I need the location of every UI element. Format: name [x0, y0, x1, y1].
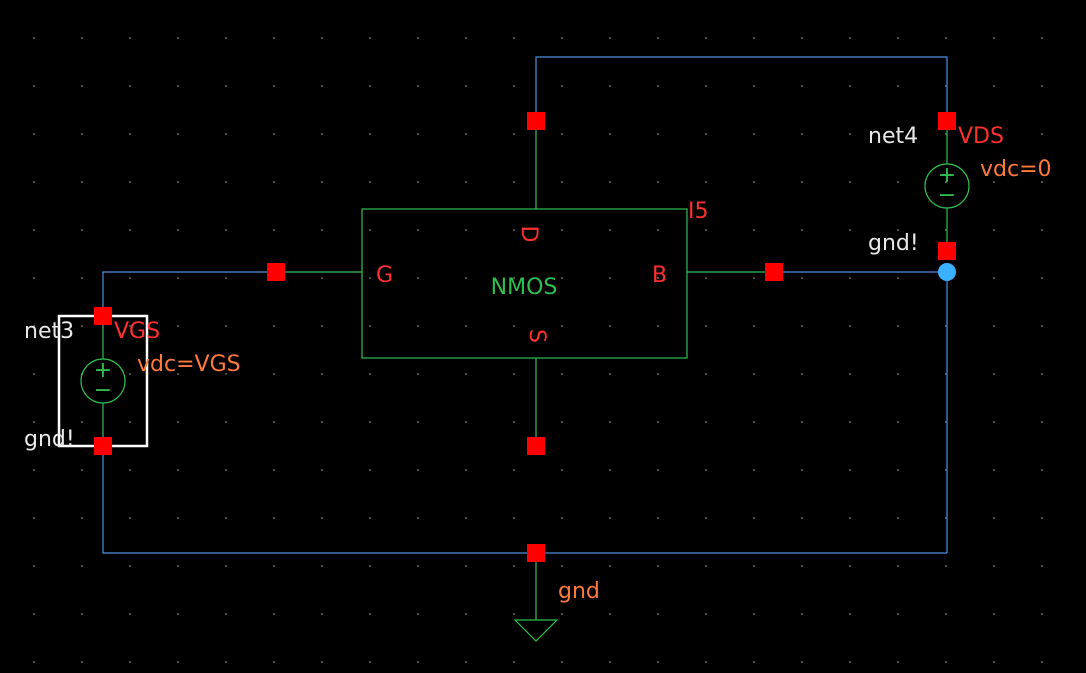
wire-gate-to-vgs[interactable]	[102, 271, 276, 316]
pin-vds-bottom[interactable]	[938, 242, 956, 260]
pin-label-source: S	[524, 329, 549, 343]
pin-bulk[interactable]	[765, 263, 783, 281]
instance-name: I5	[688, 199, 709, 224]
wire-bottom-rail[interactable]	[102, 446, 947, 554]
ground-label: gnd	[558, 579, 600, 604]
ground-symbol[interactable]: gnd	[513, 553, 600, 642]
vds-net-bottom: gnd!	[868, 231, 919, 256]
vds-name: VDS	[958, 124, 1004, 149]
pin-label-gate: G	[376, 263, 393, 288]
vds-minus: −	[938, 183, 956, 208]
pin-vds-top[interactable]	[938, 112, 956, 130]
vgs-net-bottom: gnd!	[24, 427, 75, 452]
vds-source[interactable]: + − net4 VDS vdc=0 gnd!	[868, 121, 1052, 256]
vgs-net-top: net3	[24, 319, 74, 344]
vgs-plus: +	[94, 358, 112, 383]
vgs-minus: −	[94, 378, 112, 403]
nmos-body[interactable]	[361, 208, 688, 359]
ground-triangle[interactable]	[513, 619, 559, 642]
pin-label-bulk: B	[652, 263, 667, 288]
junction-dot[interactable]	[938, 263, 956, 281]
wire-drain-to-vds[interactable]	[535, 56, 948, 121]
vds-param: vdc=0	[980, 157, 1052, 182]
pin-vgs-top[interactable]	[94, 307, 112, 325]
vgs-name: VGS	[114, 319, 160, 344]
wires	[102, 56, 948, 554]
pin-source[interactable]	[527, 437, 545, 455]
nmos-transistor[interactable]: NMOS G B D S I5	[276, 121, 774, 446]
pin-vgs-bottom[interactable]	[94, 437, 112, 455]
vgs-param: vdc=VGS	[137, 352, 241, 377]
vgs-source[interactable]: + − net3 VGS vdc=VGS gnd!	[24, 314, 241, 452]
pin-label-drain: D	[516, 226, 541, 243]
pins	[94, 112, 956, 562]
pin-ground[interactable]	[527, 544, 545, 562]
vds-net-top: net4	[868, 124, 918, 149]
pin-gate[interactable]	[267, 263, 285, 281]
nmos-type-label: NMOS	[491, 275, 558, 300]
vds-plus: +	[938, 163, 956, 188]
pin-drain[interactable]	[527, 112, 545, 130]
